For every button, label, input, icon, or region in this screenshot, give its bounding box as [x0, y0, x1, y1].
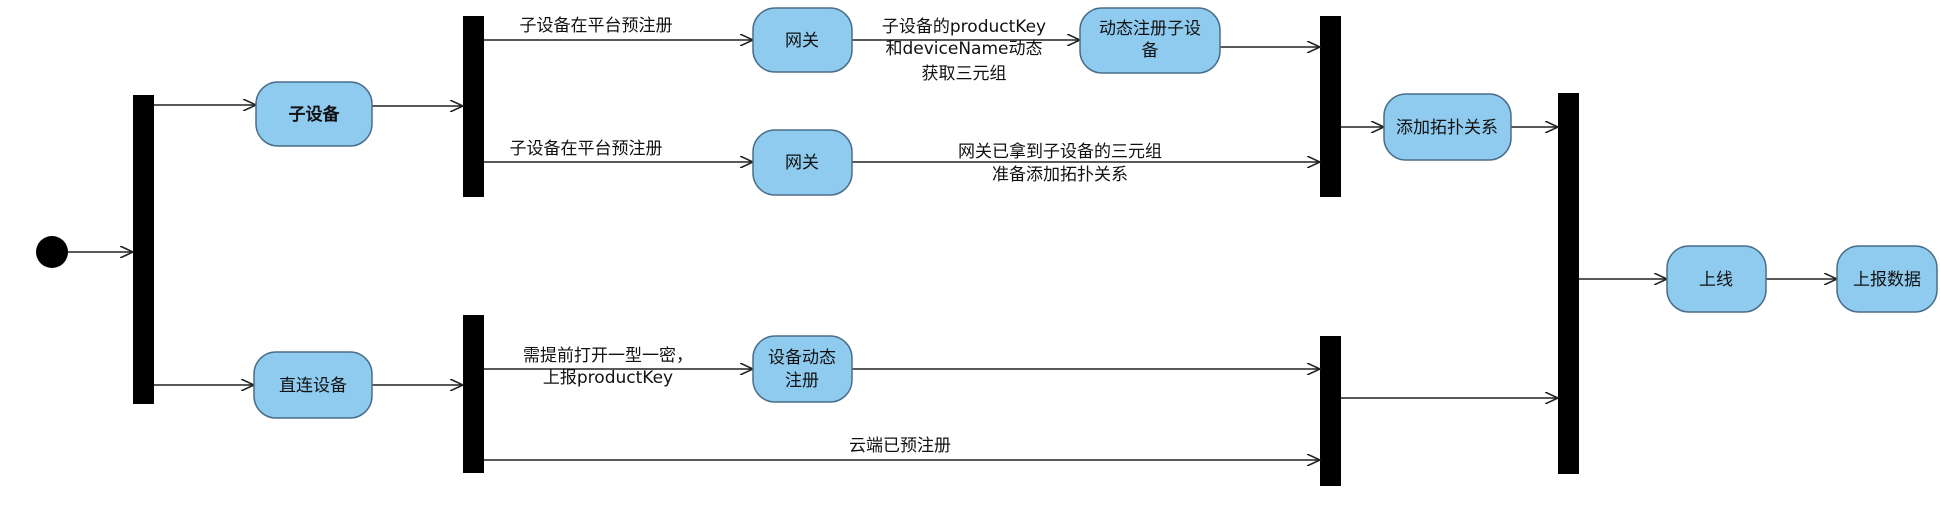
edge-label-get-triplet-line-2: 和deviceName动态 — [886, 39, 1043, 59]
edge-label-get-triplet-line-1: 子设备的productKey — [882, 17, 1046, 37]
node-device-dynamic-register-label-line-2: 注册 — [785, 371, 819, 391]
node-direct-device-label: 直连设备 — [279, 376, 347, 396]
node-gateway-1-label: 网关 — [785, 31, 819, 51]
node-sub-device: 子设备 — [255, 81, 373, 147]
start-node — [36, 236, 68, 268]
edge-label-get-triplet-line-3: 获取三元组 — [922, 64, 1007, 84]
node-online: 上线 — [1666, 245, 1767, 313]
node-online-label: 上线 — [1699, 270, 1733, 290]
edge-label-cloud-preregistered: 云端已预注册 — [849, 436, 951, 456]
node-add-topology-label: 添加拓扑关系 — [1396, 118, 1498, 138]
node-report-data-label: 上报数据 — [1853, 270, 1921, 290]
node-gateway-2-label: 网关 — [785, 153, 819, 173]
edge-label-sub-preregister-top: 子设备在平台预注册 — [520, 16, 673, 36]
node-dynamic-register-sub-device: 动态注册子设 备 — [1079, 7, 1221, 74]
join-bar-direct-device — [1320, 336, 1341, 486]
node-direct-device: 直连设备 — [253, 351, 373, 419]
node-device-dynamic-register-label-line-1: 设备动态 — [768, 348, 836, 368]
node-add-topology: 添加拓扑关系 — [1383, 93, 1512, 161]
edge-label-one-type-one-secret-line-1: 需提前打开一型一密， — [523, 346, 693, 366]
fork-bar-sub-device — [463, 16, 484, 197]
join-bar-sub-device — [1320, 16, 1341, 197]
node-dynamic-register-sub-device-label-line-1: 动态注册子设 — [1099, 19, 1201, 39]
node-sub-device-label: 子设备 — [289, 104, 341, 125]
node-dynamic-register-sub-device-label-line-2: 备 — [1142, 41, 1159, 61]
edge-label-sub-preregister-mid: 子设备在平台预注册 — [510, 139, 663, 159]
node-device-dynamic-register: 设备动态 注册 — [752, 335, 853, 403]
node-gateway-2: 网关 — [752, 129, 853, 196]
edge-label-one-type-one-secret-line-2: 上报productKey — [543, 368, 673, 388]
join-bar-final — [1558, 93, 1579, 474]
fork-bar-main — [133, 95, 154, 404]
node-report-data: 上报数据 — [1836, 245, 1938, 313]
fork-bar-direct-device — [463, 315, 484, 473]
edge-label-gateway-has-triplet-line-1: 网关已拿到子设备的三元组 — [958, 141, 1162, 162]
edge-label-gateway-has-triplet-line-2: 准备添加拓扑关系 — [992, 165, 1128, 185]
node-gateway-1: 网关 — [752, 7, 853, 73]
